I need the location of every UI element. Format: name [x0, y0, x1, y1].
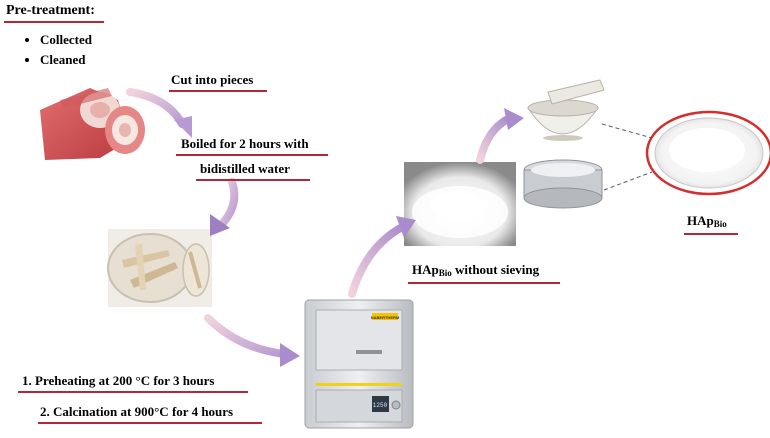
step-calcination-label: 2. Calcination at 900°C for 4 hours [40, 404, 233, 420]
furnace-display-readout: 1250 [373, 402, 388, 409]
step-boiled-label-line1: Boiled for 2 hours with [181, 136, 309, 152]
dashed-connector-mortar [602, 124, 652, 138]
hap-bio-dish-image [647, 112, 770, 194]
furnace-image: NABERTHERM 1250 [305, 300, 413, 428]
pretreatment-underline [4, 21, 104, 23]
step-boiled-underline-2 [196, 179, 310, 181]
step-boiled-underline-1 [176, 154, 328, 156]
unsieved-product-rest: without sieving [452, 262, 539, 277]
mortar-pestle-image [528, 80, 604, 141]
pretreatment-item-cleaned: Cleaned [40, 50, 92, 70]
sieve-image [524, 160, 602, 208]
bone-pieces-image [40, 88, 145, 160]
step-cut-label: Cut into pieces [171, 72, 253, 88]
furnace-brand-label: NABERTHERM [371, 315, 400, 320]
arrow-bowl-to-furnace [208, 318, 300, 367]
pretreatment-list: Collected Cleaned [24, 30, 92, 70]
unsieved-powder-image [404, 162, 516, 246]
unsieved-product-label: HApBio without sieving [412, 262, 539, 281]
boiled-bones-image [108, 229, 212, 307]
dashed-connector-sieve [604, 172, 652, 190]
pretreatment-title: Pre-treatment: [6, 3, 95, 19]
arrow-furnace-to-powder [352, 216, 416, 294]
arrow-powder-to-mortar [480, 108, 524, 160]
step-calcination-underline [38, 422, 262, 424]
final-product-main: HAp [687, 213, 714, 228]
step-preheating-underline [18, 391, 248, 393]
unsieved-product-underline [408, 282, 560, 284]
step-preheating-label: 1. Preheating at 200 °C for 3 hours [22, 373, 215, 389]
final-product-sub: Bio [714, 219, 727, 229]
final-product-label: HApBio [687, 213, 727, 232]
unsieved-product-main: HAp [412, 262, 439, 277]
pretreatment-item-collected: Collected [40, 30, 92, 50]
step-cut-underline [169, 90, 267, 92]
step-boiled-label-line2: bidistilled water [200, 161, 290, 177]
unsieved-product-sub: Bio [439, 268, 452, 278]
final-product-underline [684, 233, 738, 235]
arrow-boiled-to-bowl [210, 182, 234, 236]
